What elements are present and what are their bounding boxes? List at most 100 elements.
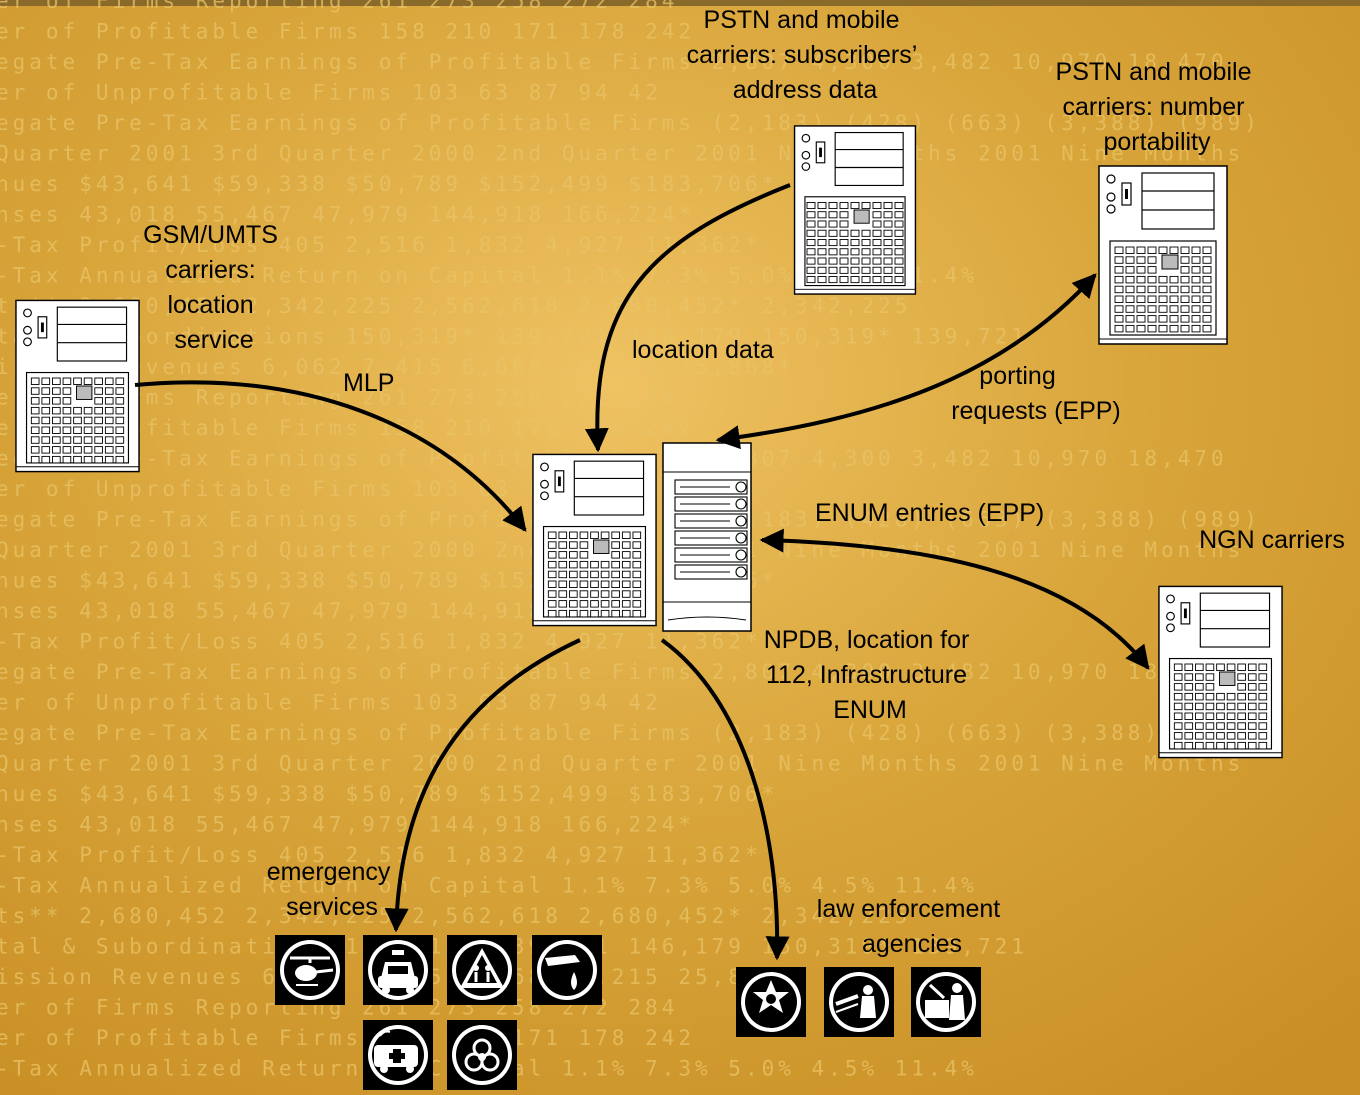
server-keypad-cell — [73, 426, 82, 434]
server-keypad-cell — [1191, 275, 1201, 284]
server-keypad-cell — [73, 416, 82, 425]
server-keypad-cell — [1169, 315, 1179, 323]
server-keypad-cell — [1180, 275, 1190, 284]
server-keypad-cell — [1258, 702, 1268, 711]
server-keypad-cell — [1205, 741, 1215, 750]
server-keypad-cell — [883, 229, 893, 237]
server-keypad-cell — [62, 436, 72, 444]
server-keypad-cell — [883, 276, 893, 284]
server-keypad-cell — [558, 580, 568, 588]
server-keypad-cell — [1205, 663, 1215, 671]
server-keypad-cell — [1195, 692, 1204, 701]
background-text-line: egate Pre-Tax Earnings of Profitable Fir… — [0, 111, 1261, 135]
server-keypad-cell — [1247, 673, 1257, 681]
server-keypad-cell — [94, 455, 103, 464]
server-keypad-cell — [569, 531, 578, 539]
server-keypad-cell — [1114, 266, 1124, 274]
law-icons — [736, 967, 981, 1037]
server-keypad-cell — [115, 377, 125, 385]
server-keypad-cell — [1173, 741, 1183, 750]
server-keypad-cell — [1184, 712, 1194, 720]
server-keypad-cell — [83, 426, 93, 434]
server-keypad-cell — [1226, 712, 1236, 720]
server-keypad-cell — [632, 551, 642, 559]
server-keypad-cell — [115, 416, 125, 425]
server-keypad-cell — [1147, 324, 1157, 333]
server-keypad-cell — [83, 446, 93, 454]
server-keypad-cell — [1195, 702, 1204, 711]
server-keypad-cell — [621, 531, 631, 539]
server-keypad-cell — [1147, 315, 1157, 323]
server-keypad-cell — [558, 551, 568, 559]
server-keypad-cell — [1247, 741, 1257, 750]
server-keypad-cell — [1114, 315, 1124, 323]
server-keypad-cell — [806, 211, 816, 219]
server-keypad-cell — [611, 541, 620, 549]
server-keypad-cell — [1191, 256, 1201, 264]
sheriff-star-icon — [736, 967, 806, 1037]
server-keypad-cell — [1180, 315, 1190, 323]
server-keypad-cell — [115, 436, 125, 444]
server-keypad-cell — [600, 609, 610, 618]
customs-officer-icon — [911, 967, 981, 1037]
server-keypad-cell — [872, 220, 882, 228]
server-keypad-cell — [839, 266, 849, 274]
server-keypad-cell — [569, 560, 578, 569]
label-enum-entries: ENUM entries (EPP) — [815, 499, 1044, 527]
server-keypad-cell — [894, 257, 904, 265]
server-keypad-cell — [1184, 692, 1194, 701]
server-keypad-cell — [1169, 295, 1179, 303]
server-keypad-cell — [850, 229, 860, 237]
server-keypad-cell — [621, 541, 631, 549]
server-keypad-cell — [611, 570, 620, 579]
server-keypad-cell — [1202, 275, 1212, 284]
label-pstn-portability: PSTN and mobile carriers: number portabi… — [1056, 58, 1259, 156]
server-keypad-cell — [83, 416, 93, 425]
server-keypad-cell — [41, 436, 51, 444]
server-keypad-cell — [883, 220, 893, 228]
server-keypad-cell — [1237, 722, 1246, 730]
server-keypad-cell — [839, 248, 849, 256]
server-keypad-cell — [1173, 683, 1183, 691]
server-keypad-cell — [1237, 712, 1246, 720]
server-keypad-cell — [104, 387, 114, 395]
server-keypad-cell — [1202, 256, 1212, 264]
server-keypad-cell — [839, 276, 849, 284]
server-keypad-cell — [894, 220, 904, 228]
server-keypad-cell — [52, 455, 61, 464]
server-keypad-cell — [806, 266, 816, 274]
server-keypad-cell — [1136, 315, 1146, 323]
server-keypad-cell — [547, 580, 557, 588]
server-keypad-cell — [558, 609, 568, 618]
server-keypad-cell — [30, 397, 40, 405]
server-keypad-cell — [1136, 246, 1146, 254]
server-keypad-cell — [1191, 246, 1201, 254]
server-keypad-cell — [1114, 246, 1124, 254]
server-keypad-cell — [1216, 663, 1225, 671]
server-keypad-cell — [1158, 275, 1168, 284]
server-keypad-cell — [1173, 702, 1183, 711]
server-keypad-cell — [1180, 305, 1190, 313]
server-keypad-cell — [569, 541, 578, 549]
server-keypad-cell — [558, 590, 568, 598]
server-keypad-cell — [1205, 702, 1215, 711]
server-keypad-cell — [632, 570, 642, 579]
server-keypad-cell — [1205, 712, 1215, 720]
server-keypad-cell — [1114, 275, 1124, 284]
server-keypad-cell — [1191, 305, 1201, 313]
police-car-icon — [363, 935, 433, 1005]
server-keypad-cell — [94, 387, 103, 395]
server-keypad-cell — [52, 397, 61, 405]
server-keypad-cell — [1258, 732, 1268, 740]
server-keypad-cell — [41, 397, 51, 405]
server-keypad-cell — [1247, 702, 1257, 711]
server-keypad-cell — [30, 426, 40, 434]
background-text-line: Quarter 2001 3rd Quarter 2000 2nd Quarte… — [0, 752, 1244, 776]
helicopter-icon — [275, 935, 345, 1005]
background-text-line: er of Unprofitable Firms 103 63 87 94 42 — [0, 81, 662, 105]
server-keypad-cell — [1195, 732, 1204, 740]
server-keypad-cell — [1147, 266, 1157, 274]
server-keypad-cell — [872, 201, 882, 210]
server-pstn-portability — [1098, 165, 1228, 345]
